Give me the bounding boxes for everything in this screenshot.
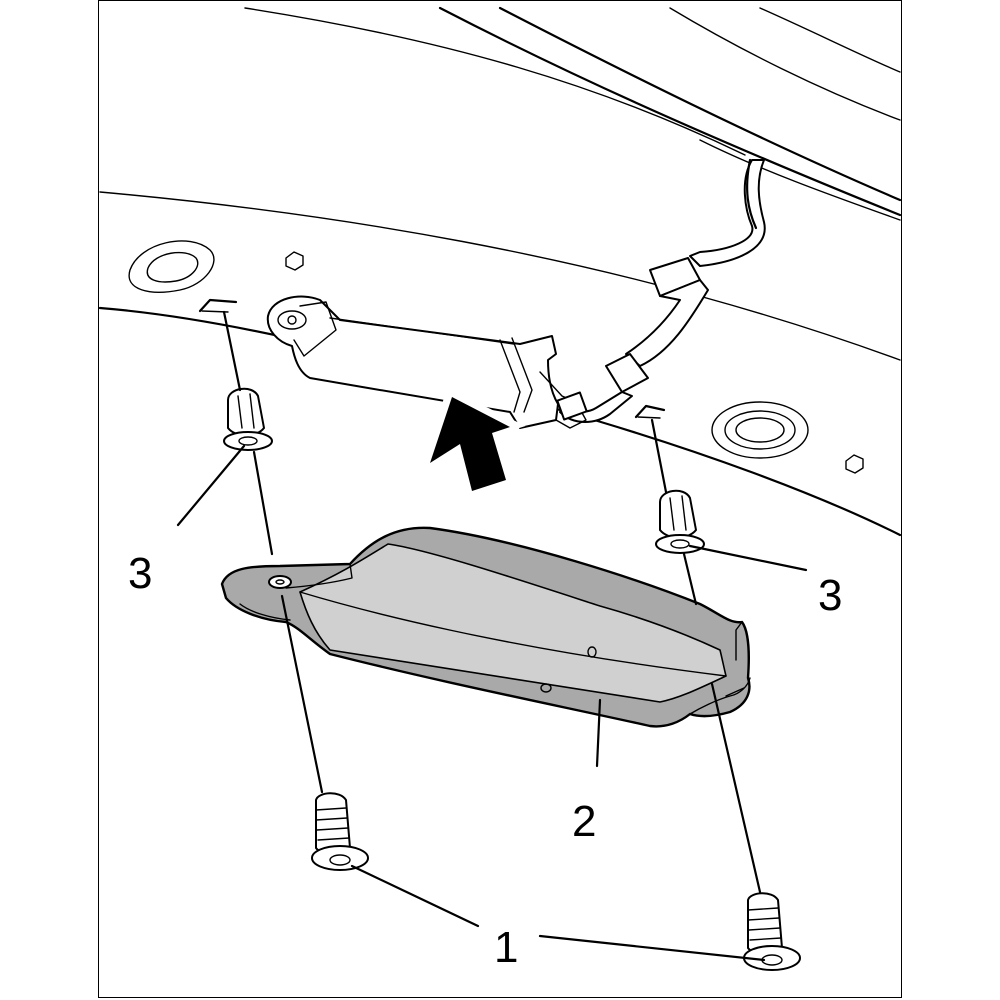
wiring-harness <box>559 158 766 423</box>
figure-frame <box>98 0 902 998</box>
callout-3-right: 3 <box>818 571 843 620</box>
lamp-assembly <box>266 295 588 429</box>
roof-panel-lines <box>244 6 901 221</box>
screw-right <box>743 892 801 971</box>
cover-panel <box>220 526 751 728</box>
assembly-lines <box>222 310 762 894</box>
hexagon-mark-left <box>285 251 304 271</box>
leader-lines <box>176 444 808 962</box>
hexagon-mark-right <box>845 454 864 474</box>
callout-2: 2 <box>572 797 597 846</box>
oval-hole-right <box>711 401 809 459</box>
callout-3-left: 3 <box>128 549 153 598</box>
clip-hole-left <box>198 298 238 313</box>
callout-1: 1 <box>494 923 519 972</box>
clip-hole-right <box>634 404 666 419</box>
clip-right <box>655 489 705 554</box>
screw-left <box>311 792 369 871</box>
up-arrow-icon <box>421 387 526 497</box>
clip-left <box>223 387 273 451</box>
oval-hole-left <box>128 240 215 293</box>
